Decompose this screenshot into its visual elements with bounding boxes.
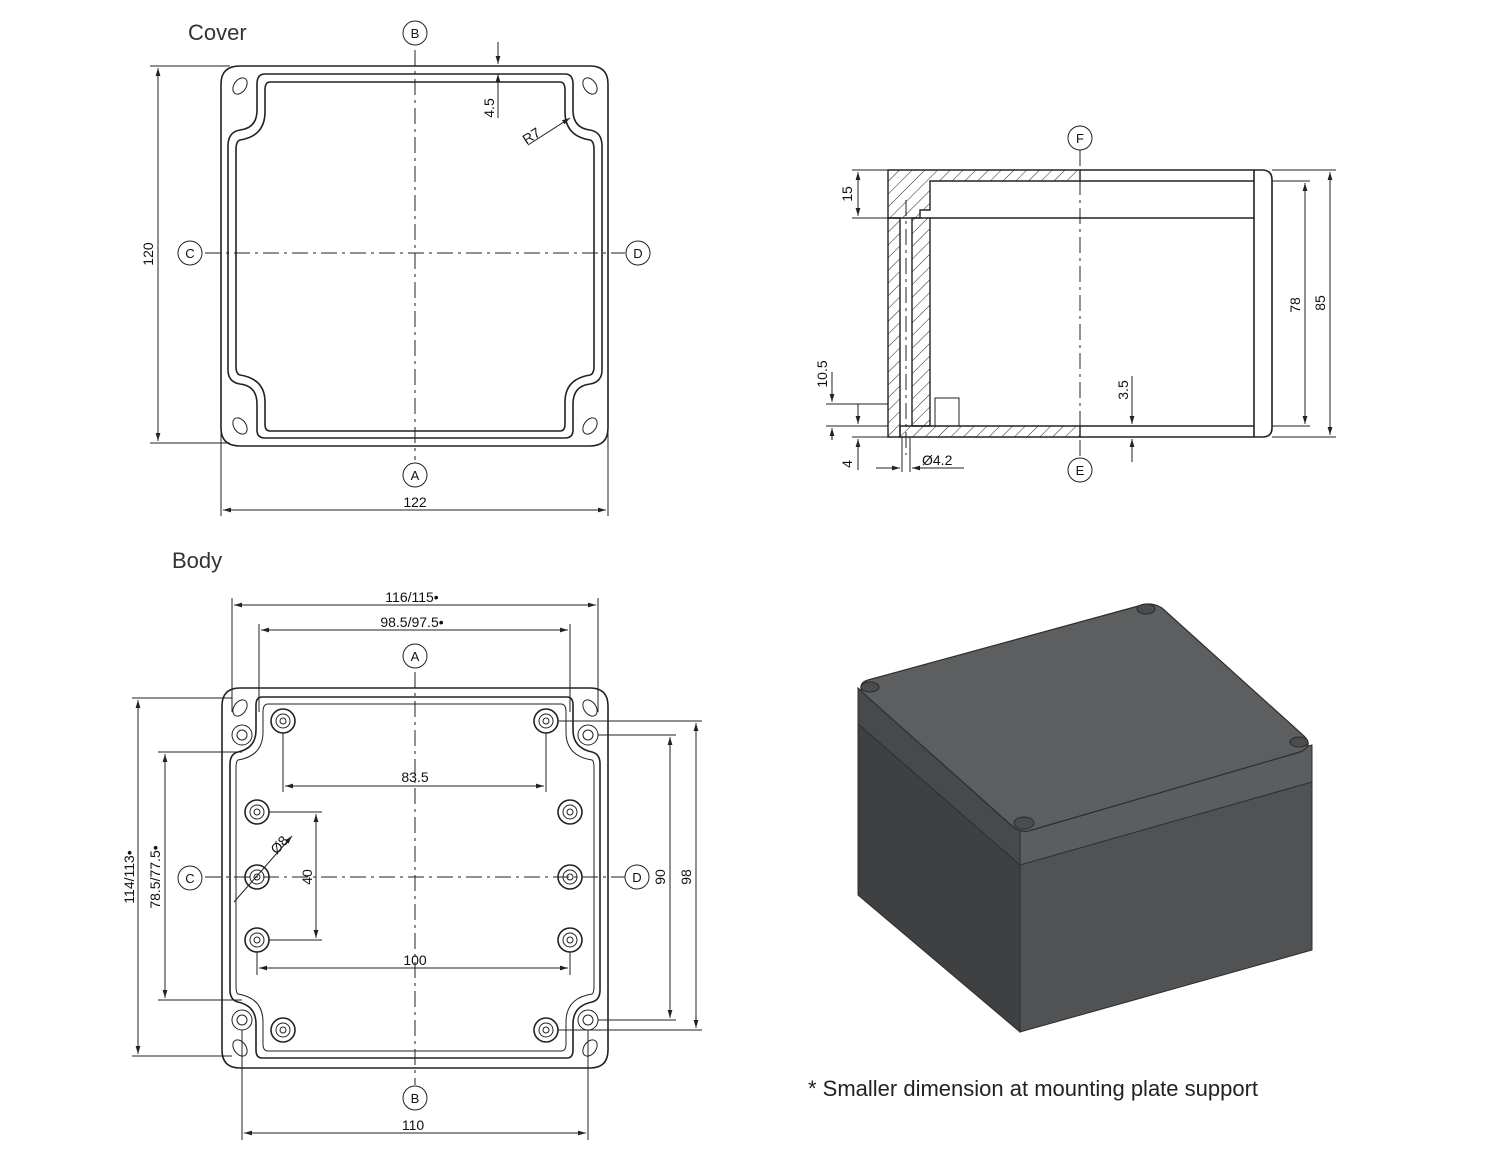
svg-text:C: C [185,246,194,261]
svg-text:83.5: 83.5 [401,769,428,785]
dim-body-outer-width: 116/115• [231,589,599,712]
svg-text:122: 122 [403,494,427,510]
svg-text:100: 100 [403,952,427,968]
box-screw-icons [860,603,1309,830]
marker-e: E [1067,457,1093,483]
section-body-outline [1080,169,1273,438]
svg-text:3.5: 3.5 [1115,380,1131,400]
svg-text:Ø4.2: Ø4.2 [922,452,953,468]
svg-text:R7: R7 [519,124,543,147]
svg-text:B: B [411,26,420,41]
svg-text:E: E [1076,463,1085,478]
section-lid-hatch [887,169,1081,219]
dim-body-inner-width: 98.5/97.5• [258,614,571,712]
svg-text:40: 40 [299,869,315,885]
cover-title: Cover [188,20,247,45]
svg-text:Ø8: Ø8 [267,832,292,857]
svg-text:F: F [1076,131,1084,146]
svg-text:C: C [185,871,194,886]
svg-text:A: A [411,468,420,483]
marker-a-cover: A [402,462,428,488]
body-corner-screw-icons [231,699,599,1057]
svg-text:120: 120 [140,242,156,266]
marker-d-cover: D [625,240,651,266]
body-view: Body [121,548,702,1140]
body-inner-groove [235,703,595,1052]
dim-section-lid: 15 [839,169,888,219]
svg-text:A: A [411,649,420,664]
dim-section-inner: 78 [1272,180,1310,427]
section-wall-hatch [887,217,901,438]
svg-text:85: 85 [1312,295,1328,311]
cover-view: Cover B A C D [140,20,651,516]
marker-a-body: A [402,643,428,669]
marker-b-top: B [402,20,428,46]
dim-cover-lip: 4.5 [481,42,501,118]
svg-text:114/113•: 114/113• [121,850,137,904]
dim-cover-radius: R7 [519,117,571,147]
body-mounting-boss-icons [244,708,583,1043]
cover-inner-lip [227,73,603,439]
dim-section-overall: 85 [1272,169,1336,438]
dim-body-inner-height: 78.5/77.5• [147,751,242,1001]
dim-body-outer-height: 114/113• [121,697,232,1057]
dim-body-bottom-width: 110 [241,1030,589,1140]
svg-text:78: 78 [1287,297,1303,313]
section-floor-hatch [899,425,1081,438]
svg-text:98: 98 [678,869,694,885]
svg-text:4.5: 4.5 [481,98,497,118]
cover-inner-groove [235,81,595,432]
dim-body-right-outer: 98 [558,720,702,1031]
body-title: Body [172,548,222,573]
dim-body-hole-span-mid: 100 [256,952,571,975]
marker-c-body: C [177,865,203,891]
svg-text:116/115•: 116/115• [385,589,439,605]
dim-body-hole-span-top: 83.5 [282,733,547,792]
dim-body-hole-pitch: 40 [269,811,322,941]
dim-section-floor: 3.5 [1115,376,1135,462]
footnote: * Smaller dimension at mounting plate su… [808,1076,1258,1101]
section-boss [934,397,960,427]
svg-text:10.5: 10.5 [814,360,830,387]
marker-c-cover: C [177,240,203,266]
svg-text:110: 110 [402,1117,425,1133]
dim-section-foot: 4 [839,404,888,470]
dim-cover-height: 120 [140,65,230,444]
section-view: F E 15 78 85 [814,125,1336,483]
dim-body-right-inner: 90 [598,734,676,1021]
section-boss-hatch [911,217,931,427]
cover-outline [220,65,609,447]
svg-text:78.5/77.5•: 78.5/77.5• [147,845,163,908]
body-outline [221,687,609,1069]
enclosure-3d-render [857,603,1313,1034]
svg-text:15: 15 [839,186,855,202]
svg-text:98.5/97.5•: 98.5/97.5• [380,614,443,630]
svg-text:90: 90 [652,869,668,885]
svg-text:D: D [632,870,641,885]
dim-section-base: 10.5 [814,360,888,440]
marker-d-body: D [624,864,650,890]
dim-cover-width: 122 [220,420,609,516]
marker-b-body: B [402,1085,428,1111]
svg-text:D: D [633,246,642,261]
cover-screw-icons [232,77,598,435]
svg-text:4: 4 [839,460,855,468]
marker-f: F [1067,125,1093,151]
svg-text:B: B [411,1091,420,1106]
dim-section-bolt: Ø4.2 [876,437,964,472]
